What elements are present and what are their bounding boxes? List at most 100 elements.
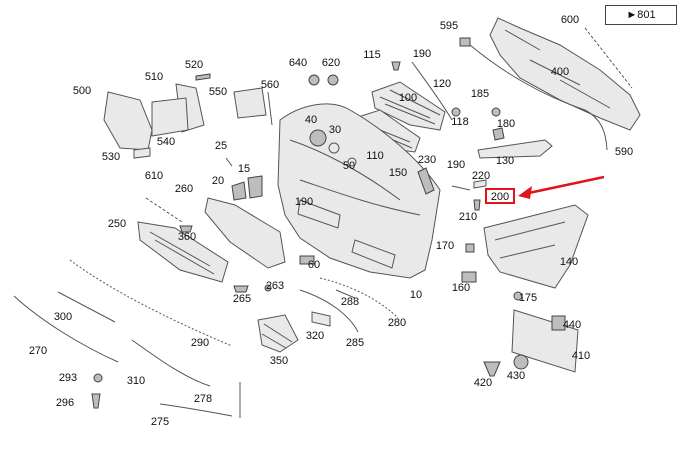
label-410: 410: [572, 350, 590, 362]
label-290: 290: [191, 337, 209, 349]
part-210-screw: [473, 199, 481, 211]
label-310: 310: [127, 375, 145, 387]
label-260: 260: [175, 183, 193, 195]
part-130-light-strip: [477, 139, 553, 159]
label-640: 640: [289, 57, 307, 69]
part-610-leader: [145, 197, 183, 223]
label-430: 430: [507, 370, 525, 382]
label-440: 440: [563, 319, 581, 331]
label-60: 60: [308, 259, 320, 271]
label-285: 285: [346, 337, 364, 349]
label-40: 40: [305, 114, 317, 126]
label-185: 185: [471, 88, 489, 100]
part-285-bracket: [311, 311, 331, 327]
label-30: 30: [329, 124, 341, 136]
part-296-screw: [91, 393, 101, 409]
part-150-clip: [417, 167, 435, 195]
part-420-screw: [483, 361, 501, 377]
part-118-bolt: [451, 107, 461, 117]
part-280-trim: [319, 277, 399, 319]
label-50: 50: [343, 160, 355, 172]
part-115-bolt: [391, 61, 401, 71]
part-275-strip: [159, 403, 233, 417]
part-40-emblem: [309, 129, 327, 147]
label-140: 140: [560, 256, 578, 268]
label-500: 500: [73, 85, 91, 97]
part-595-clip: [459, 37, 471, 47]
label-100: 100: [399, 92, 417, 104]
part-120-strip: [411, 61, 453, 121]
part-265-bolt: [233, 285, 249, 293]
part-15-bracket: [247, 175, 263, 199]
part-20-bracket: [231, 181, 247, 201]
label-300: 300: [54, 311, 72, 323]
label-220: 220: [472, 170, 490, 182]
label-115: 115: [363, 49, 381, 61]
label-190b: 190: [447, 159, 465, 171]
label-350: 350: [270, 355, 288, 367]
label-170: 170: [436, 240, 454, 252]
label-560: 560: [261, 79, 279, 91]
label-190c: 190: [295, 196, 313, 208]
label-288: 288: [341, 296, 359, 308]
part-430-nut: [513, 354, 529, 370]
label-20: 20: [212, 175, 224, 187]
label-400: 400: [551, 66, 569, 78]
part-170-clip: [465, 243, 475, 253]
part-360-bolt: [179, 225, 193, 233]
label-210: 210: [459, 211, 477, 223]
highlight-label: 200: [491, 191, 509, 203]
highlight-arrow-head: [518, 186, 532, 199]
part-540-module: [151, 97, 189, 137]
label-520: 520: [185, 59, 203, 71]
highlight-group: 200: [485, 175, 605, 204]
part-100-grille: [371, 81, 446, 131]
part-140-bracket: [483, 204, 589, 289]
part-530-clip: [133, 147, 151, 159]
part-60-clip: [299, 255, 315, 265]
part-25-clip: [225, 157, 233, 167]
label-530: 530: [102, 151, 120, 163]
part-190-strip: [451, 185, 471, 191]
label-278: 278: [194, 393, 212, 405]
part-640-sensor: [308, 74, 320, 86]
part-160-clip: [461, 271, 477, 283]
part-293-clip: [93, 373, 103, 383]
part-180-light: [492, 127, 505, 141]
label-275: 275: [151, 416, 169, 428]
part-350-grille: [257, 314, 299, 353]
highlight-arrow: [523, 175, 605, 196]
highlight-box: [485, 188, 515, 204]
part-620-sensor: [327, 74, 339, 86]
label-25: 25: [215, 140, 227, 152]
label-540: 540: [157, 136, 175, 148]
label-550: 550: [209, 86, 227, 98]
label-160: 160: [452, 282, 470, 294]
label-293: 293: [59, 372, 77, 384]
label-118: 118: [451, 116, 469, 128]
part-185-clip: [491, 107, 501, 117]
label-110: 110: [366, 150, 384, 162]
part-500-bracket: [103, 91, 153, 151]
label-620: 620: [322, 57, 340, 69]
label-510: 510: [145, 71, 163, 83]
label-263: 263: [266, 280, 284, 292]
label-296: 296: [56, 397, 74, 409]
part-590-wire: [469, 44, 608, 151]
part-550-unit: [233, 87, 267, 119]
label-250: 250: [108, 218, 126, 230]
part-440-bracket: [551, 315, 566, 331]
label-600: 600: [561, 14, 579, 26]
label-120: 120: [433, 78, 451, 90]
reference-box: ►801: [605, 5, 677, 25]
part-560-strap: [267, 91, 273, 126]
label-130: 130: [496, 155, 514, 167]
part-310-strip: [131, 339, 211, 387]
part-250-grille: [137, 221, 229, 283]
part-320-trim: [299, 289, 359, 333]
label-420: 420: [474, 377, 492, 389]
part-175-clip: [513, 291, 523, 301]
part-50-cap: [347, 157, 357, 167]
